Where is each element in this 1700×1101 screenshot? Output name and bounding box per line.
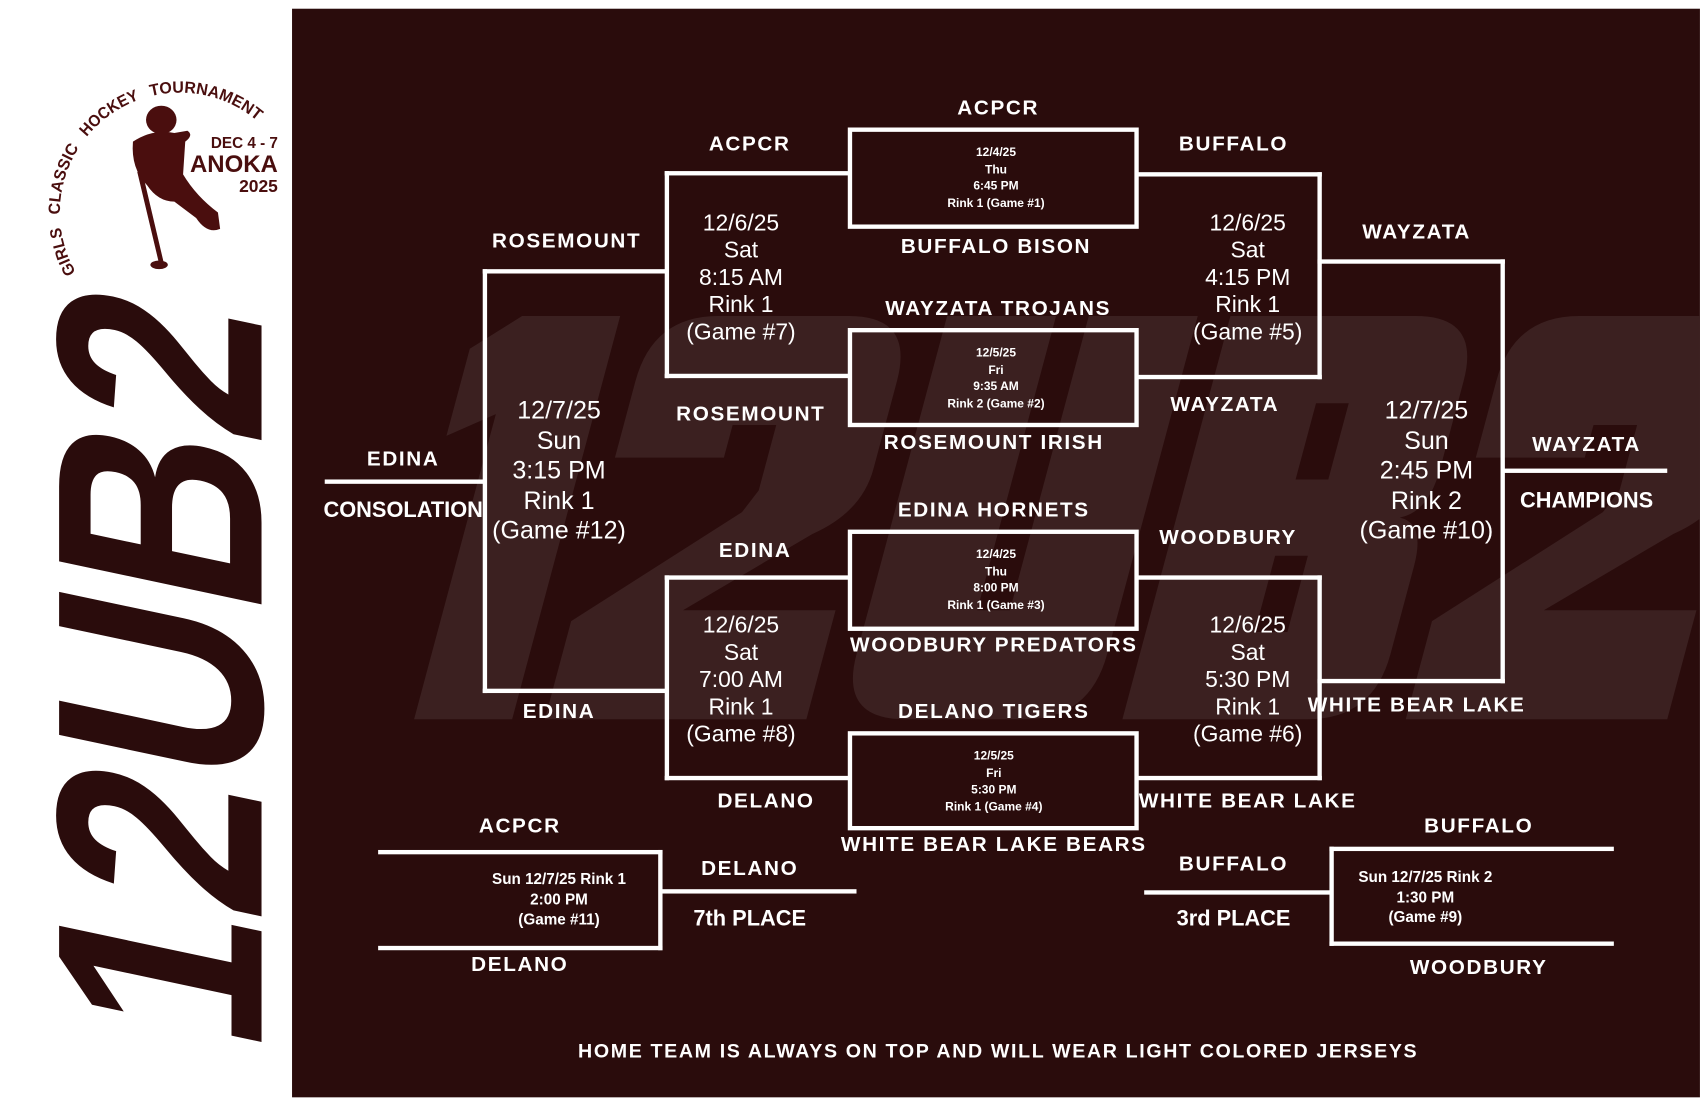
- team-label: EDINA: [522, 700, 596, 724]
- third-place-winner: BUFFALO: [1178, 853, 1289, 877]
- game-6-bracket: [1136, 575, 1322, 781]
- team-label: WHITE BEAR LAKE BEARS: [840, 833, 1147, 857]
- game-7-bracket: [664, 171, 850, 379]
- team-label: WAYZATA: [1362, 221, 1472, 245]
- logo-arc-word: GIRLS: [47, 226, 80, 278]
- team-label: ACPCR: [708, 132, 791, 156]
- champion-label: CHAMPIONS: [1520, 488, 1654, 513]
- bracket-panel: [292, 8, 1700, 1098]
- team-label: BUFFALO: [1424, 815, 1534, 838]
- champion-winner: WAYZATA: [1532, 433, 1642, 457]
- bracket-code-vertical-graphic: 12UB2: [0, 294, 292, 1070]
- game-1-box: [847, 127, 1139, 229]
- hockey-player-icon: [132, 105, 221, 270]
- watermark-glyph-b: [1122, 316, 1468, 720]
- consolation-winner: EDINA: [366, 447, 440, 471]
- game-3-box: [847, 529, 1139, 631]
- logo-arc-word: CLASSIC: [46, 140, 83, 215]
- logo-year: 2025: [239, 176, 278, 196]
- team-label: ROSEMOUNT: [491, 229, 642, 253]
- team-label: ROSEMOUNT: [676, 403, 826, 427]
- bracket-code-vertical: 12UB2: [0, 294, 292, 1070]
- seventh-place-line: [660, 889, 857, 894]
- watermark-glyph-1: [414, 316, 621, 720]
- team-label: WAYZATA: [1170, 393, 1280, 417]
- seventh-place-label: 7th PLACE: [693, 907, 807, 932]
- game-9-bracket: [1329, 846, 1614, 946]
- team-label: DELANO: [717, 790, 815, 813]
- footer-note: HOME TEAM IS ALWAYS ON TOP AND WILL WEAR…: [578, 1040, 1419, 1062]
- consolation-line: [324, 479, 485, 484]
- champion-line: [1502, 468, 1668, 473]
- team-label: DELANO TIGERS: [898, 700, 1090, 724]
- game-4-box: [847, 731, 1139, 831]
- seventh-place-winner: DELANO: [701, 857, 799, 881]
- team-label: DELANO: [471, 953, 569, 977]
- team-label: BUFFALO BISON: [900, 235, 1092, 259]
- third-place-line: [1144, 890, 1332, 895]
- logo-dates: DEC 4 - 7: [211, 135, 278, 152]
- team-label: WAYZATA TROJANS: [885, 297, 1112, 321]
- logo-arc-word: HOCKEY: [76, 87, 141, 140]
- watermark-glyph-2b: [1405, 316, 1700, 720]
- game-5-bracket: [1136, 172, 1322, 380]
- game-8-bracket: [664, 575, 850, 781]
- logo-city: ANOKA: [190, 151, 278, 178]
- third-place-label: 3rd PLACE: [1176, 907, 1291, 932]
- team-label: EDINA: [718, 539, 792, 563]
- bracket-code-watermark: [414, 316, 1700, 720]
- tournament-logo: GIRLS CLASSIC HOCKEY TOURNAMENT DEC 4 - …: [44, 33, 306, 295]
- team-label: WOODBURY: [1159, 526, 1297, 550]
- consolation-label: CONSOLATION: [323, 498, 483, 523]
- team-label: ACPCR: [957, 96, 1040, 120]
- team-label: WOODBURY PREDATORS: [850, 634, 1138, 658]
- team-label: ACPCR: [478, 815, 561, 838]
- watermark-glyph-u: [852, 316, 1198, 720]
- game-11-bracket: [378, 849, 663, 951]
- team-label: BUFFALO: [1178, 132, 1289, 156]
- watermark-glyph-2: [544, 316, 901, 720]
- team-label: EDINA HORNETS: [897, 499, 1090, 522]
- team-label: WHITE BEAR LAKE: [1138, 790, 1357, 813]
- team-label: WOODBURY: [1409, 956, 1548, 980]
- team-label: WHITE BEAR LAKE: [1307, 694, 1526, 718]
- team-label: ROSEMOUNT IRISH: [883, 431, 1104, 455]
